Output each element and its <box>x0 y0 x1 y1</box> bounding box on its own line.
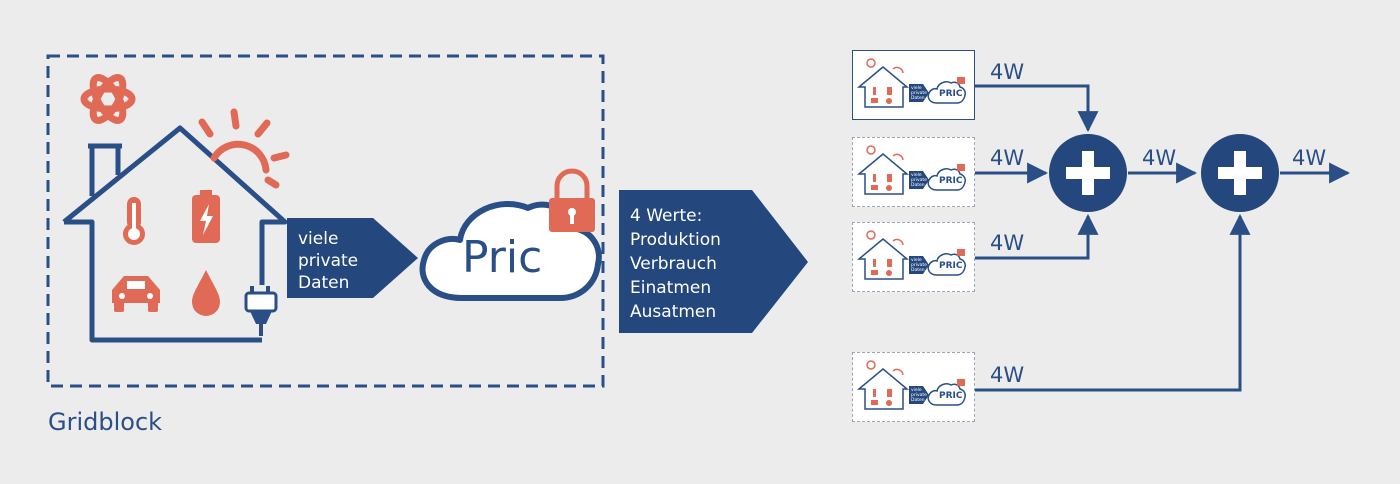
mini-data-label: viele private Daten <box>911 86 927 101</box>
gridblock-thumbnail-1: viele private Daten PRIC <box>852 50 975 120</box>
mini-cloud-label: PRIC <box>939 261 963 271</box>
sum-node-2 <box>1201 134 1279 212</box>
values-label: 4 Werte: Produktion Verbrauch Einatmen A… <box>630 206 721 322</box>
house-icon <box>62 125 288 343</box>
mini-cloud-label: PRIC <box>939 89 963 99</box>
battery-icon <box>192 190 220 243</box>
gridblock-thumbnail-4: viele private Daten PRIC <box>852 352 975 422</box>
water-drop-icon <box>192 270 220 316</box>
mini-gridblock-icon <box>856 360 966 410</box>
mini-cloud-label: PRIC <box>939 391 963 401</box>
mini-gridblock-icon <box>856 230 966 280</box>
mini-cloud-label: PRIC <box>939 176 963 186</box>
plug-icon <box>244 286 278 336</box>
edge-label-g2: 4W <box>990 146 1025 170</box>
mini-gridblock-icon <box>856 145 966 195</box>
values-arrow <box>619 190 808 333</box>
padlock-icon <box>549 168 595 232</box>
mini-data-label: viele private Daten <box>911 388 927 403</box>
car-icon <box>112 276 160 312</box>
edge-label-sum2-out: 4W <box>1292 146 1327 170</box>
gridblock-boundary <box>46 54 605 388</box>
mini-data-label: viele private Daten <box>911 258 927 273</box>
edge-label-g3: 4W <box>990 231 1025 255</box>
edge-label-g1: 4W <box>990 60 1025 84</box>
connection-lines <box>975 84 1351 392</box>
edge-label-g4: 4W <box>990 363 1025 387</box>
edge-label-sum1-out: 4W <box>1142 146 1177 170</box>
mini-gridblock-icon <box>856 58 966 108</box>
gridblock-label: Gridblock <box>48 408 163 436</box>
atom-icon <box>80 74 136 124</box>
sun-icon <box>198 108 290 189</box>
private-data-label: viele private Daten <box>298 229 359 293</box>
private-data-arrow <box>287 218 418 298</box>
cloud-label: Pric <box>462 232 543 283</box>
gridblock-thumbnail-3: viele private Daten PRIC <box>852 222 975 292</box>
gridblock-thumbnail-2: viele private Daten PRIC <box>852 137 975 207</box>
sum-node-1 <box>1049 134 1127 212</box>
mini-data-label: viele private Daten <box>911 173 927 188</box>
thermometer-icon <box>123 197 145 245</box>
